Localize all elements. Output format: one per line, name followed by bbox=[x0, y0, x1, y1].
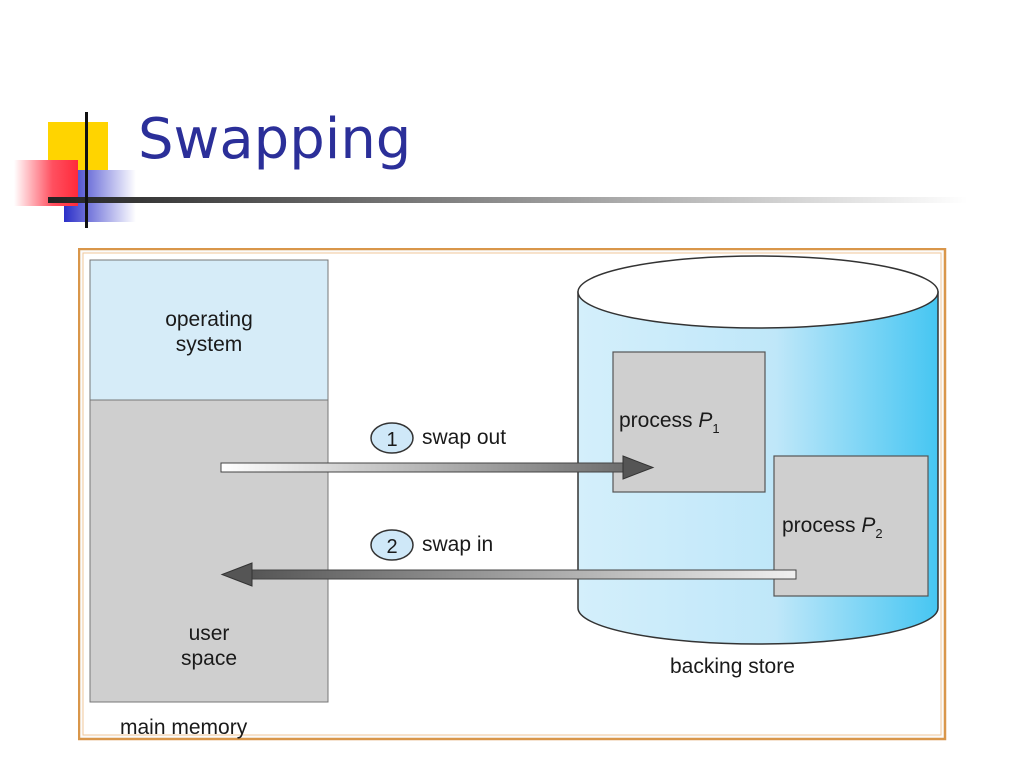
backing-store-caption: backing store bbox=[670, 655, 795, 678]
user-label-line2: space bbox=[181, 647, 237, 670]
slide-title: Swapping bbox=[138, 107, 412, 172]
process-p1-label: process P1 bbox=[619, 409, 720, 436]
main-memory-caption: main memory bbox=[120, 716, 248, 739]
step-1-marker: 1 swap out bbox=[370, 422, 506, 454]
swapping-diagram: operating system user space main memory … bbox=[78, 248, 947, 741]
os-label-line1: operating bbox=[165, 308, 253, 331]
title-decoration bbox=[14, 112, 968, 228]
step-1-label: swap out bbox=[422, 426, 506, 449]
swap-out-arrow bbox=[220, 455, 655, 480]
vertical-tick bbox=[85, 112, 88, 228]
user-label-line1: user bbox=[189, 622, 230, 645]
step-1-bubble bbox=[370, 422, 414, 454]
step-2-label: swap in bbox=[422, 533, 493, 556]
os-region bbox=[89, 259, 329, 401]
os-label-line2: system bbox=[176, 333, 243, 356]
process-p2-label: process P2 bbox=[782, 514, 883, 541]
step-2-marker: 2 swap in bbox=[370, 529, 493, 561]
step-2-number: 2 bbox=[386, 536, 397, 558]
step-2-bubble bbox=[370, 529, 414, 561]
title-rule bbox=[48, 197, 968, 203]
swap-in-arrow bbox=[220, 562, 797, 587]
user-space-region bbox=[89, 399, 329, 703]
cylinder-top bbox=[577, 255, 939, 329]
step-1-number: 1 bbox=[386, 429, 397, 451]
process-p2-box bbox=[773, 455, 929, 597]
